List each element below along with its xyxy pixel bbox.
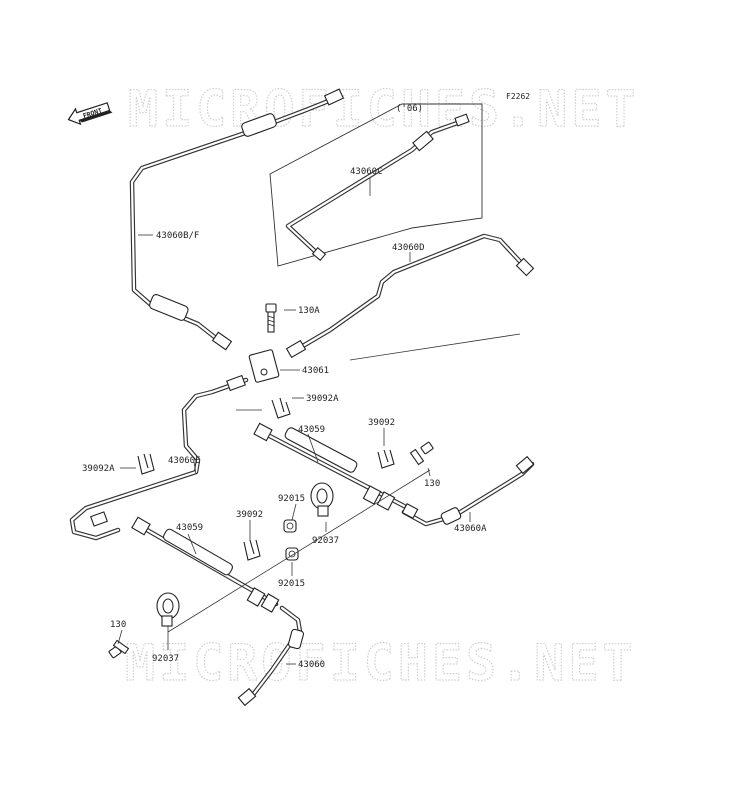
diagram-code: F2262 [506, 92, 530, 101]
label-92015-top: 92015 [278, 494, 305, 504]
label-92037-right: 92037 [312, 536, 339, 546]
label-130a: 130A [298, 306, 320, 316]
grommet-92015-top [283, 519, 297, 533]
front-arrow-icon: FRONT [67, 102, 113, 126]
hose-43059-left [131, 516, 280, 613]
clip-39092a-left [137, 453, 155, 475]
label-43059-left: 43059 [176, 523, 203, 533]
label-39092-right: 39092 [368, 418, 395, 428]
label-130-right: 130 [424, 479, 440, 489]
pipe-43060d [285, 233, 535, 359]
joint-43061 [248, 349, 280, 383]
pipe-43060e [69, 374, 249, 541]
bracket-92037-left [156, 592, 180, 627]
label-92015-bottom: 92015 [278, 579, 305, 589]
label-43060: 43060 [298, 660, 325, 670]
label-43060d: 43060D [392, 243, 425, 253]
label-39092-mid: 39092 [236, 510, 263, 520]
label-43060a: 43060A [454, 524, 487, 534]
label-130-left: 130 [110, 620, 126, 630]
clip-39092-mid [243, 539, 261, 561]
clip-39092-right [377, 449, 395, 469]
label-43059-right: 43059 [298, 425, 325, 435]
label-39092a-top: 39092A [306, 394, 339, 404]
bolt-130-right [409, 441, 434, 466]
hose-43059-right [253, 422, 407, 511]
label-39092a-left: 39092A [82, 464, 115, 474]
label-43061: 43061 [302, 366, 329, 376]
bracket-92037-right [310, 482, 334, 517]
label-43060bf: 43060B/F [156, 231, 199, 241]
inset-note: ('06) [396, 104, 423, 114]
watermark-bottom: MICROFICHES.NET [125, 634, 637, 692]
label-43060e: 43060E [168, 456, 201, 466]
pipe-43060 [237, 605, 305, 707]
clip-39092a-top [271, 397, 291, 419]
pipe-43060a [401, 455, 535, 527]
label-43060c: 43060C [350, 167, 383, 177]
bolt-130a [265, 303, 277, 333]
pipe-43060bf [129, 88, 345, 351]
watermark-top: MICROFICHES.NET [128, 80, 640, 138]
bolt-130-left [108, 639, 130, 659]
inset-box-06: ('06) [269, 103, 483, 267]
label-92037-left: 92037 [152, 654, 179, 664]
leader-lines [117, 178, 521, 665]
